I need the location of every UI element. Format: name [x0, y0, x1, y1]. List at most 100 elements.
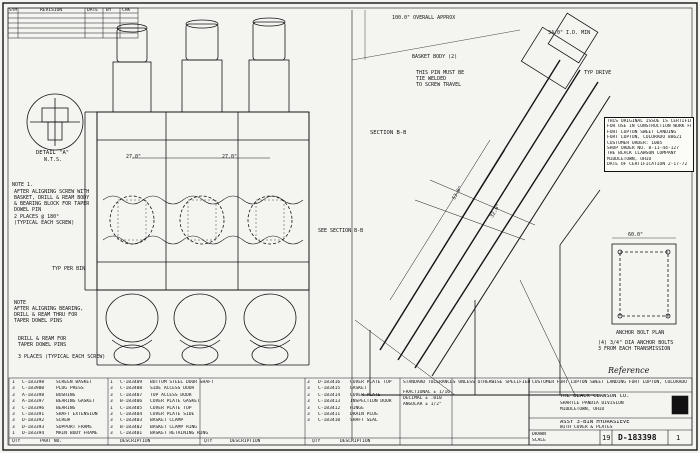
- note2-line2: DRILL & REAM THRU FOR: [14, 312, 78, 318]
- parts-row-pn: A-183397: [22, 399, 45, 405]
- cert-line: FOR USE IN CONSTRUCTION WORK FOR: [607, 124, 691, 130]
- parts-row-qty: 3: [12, 399, 15, 405]
- parts-row-qty: 1: [110, 405, 113, 411]
- parts-row-pn: D-183392: [22, 418, 45, 424]
- detail-a-label: DETAIL "A": [36, 150, 70, 156]
- parts-row-desc: MAIN BODY FRAME: [56, 431, 98, 437]
- parts-row-qty: 3: [110, 412, 113, 417]
- parts-row-desc: BUSHING: [56, 392, 76, 398]
- parts-row-qty: 3: [12, 405, 15, 411]
- note1-line2: BASKET, DRILL & REAM BODY: [14, 195, 90, 201]
- parts-row-pn: C-183900: [22, 386, 45, 392]
- note2-line1: AFTER ALIGNING BEARING,: [14, 306, 84, 312]
- cert-line: FORT LUPTON SWEET LANDING: [607, 129, 677, 135]
- parts-row-desc: HINGE: [350, 405, 364, 411]
- parts-row-desc: COVER PLATE: [350, 392, 381, 398]
- parts-row-pn: D-183394: [22, 431, 45, 437]
- detail-a-view: [26, 93, 84, 151]
- note1-line3: & BEARING BLOCK FOR TAPER: [14, 201, 90, 207]
- title-block-grid: [528, 377, 693, 446]
- parts-row-qty: 1: [12, 380, 15, 385]
- rev-header-by: BY: [106, 8, 112, 13]
- cert-line: FORT LUPTON, COLORADO 80621: [607, 135, 682, 141]
- parts-row-pn: C-183413: [318, 399, 341, 405]
- title-sheet: 1: [676, 434, 681, 442]
- parts-row-pn: C-183410: [318, 418, 341, 424]
- parts-row-desc: COVER PLATE TOP: [150, 405, 192, 411]
- parts-row-pn: D-183416: [318, 380, 341, 385]
- anchor-bolt-plan-label: ANCHOR BOLT PLAN: [616, 330, 665, 336]
- parts-row-desc: PLUG PRESS: [56, 386, 84, 392]
- note1-line6: (TYPICAL EACH SCREW): [14, 220, 75, 226]
- section-b-b-view: [351, 10, 611, 440]
- detail-a-scale: N.T.S.: [44, 157, 63, 163]
- parts-row-pn: C-183404: [120, 412, 143, 417]
- note2-title: NOTE: [14, 300, 27, 306]
- title-sub-title: WITH COVER & PLATES: [560, 425, 613, 430]
- cert-line: SHOP ORDER NO. 8-11-44-127: [607, 146, 679, 152]
- parts-header-desc-2: DESCRIPTION: [230, 439, 261, 444]
- parts-row-desc: BASKET CLAMP: [150, 418, 184, 424]
- note1-line1: AFTER ALIGNING SCREW WITH: [14, 189, 90, 195]
- certification-stamp: THIS ORIGINAL ISSUE IS CERTIFIED FOR USE…: [604, 117, 694, 172]
- parts-row-qty: 3: [12, 386, 15, 392]
- parts-row-qty: 3: [12, 392, 15, 398]
- title-division: SHARTLE PANDIA DIVISION: [560, 401, 624, 406]
- parts-row-qty: 3: [307, 412, 310, 417]
- anchor-bolts-note-2: 3 FROM EACH TRANSMISSION: [598, 346, 671, 352]
- parts-row-pn: C-183407: [120, 392, 143, 398]
- title-drawing-title: ASSY 3-BIN HYDRASIEVE: [560, 420, 630, 425]
- parts-row-qty: 1: [110, 380, 113, 385]
- cert-line: THIS ORIGINAL ISSUE IS CERTIFIED: [607, 119, 691, 124]
- see-section-label: SEE SECTION B-B: [318, 228, 364, 234]
- parts-row-qty: 3: [12, 418, 15, 424]
- parts-row-desc: COVER PLATE TOP: [350, 380, 392, 385]
- main-body-elevation: [84, 111, 310, 291]
- parts-row-desc: BASKET CLAMP RING: [150, 424, 198, 430]
- tie-note-3: TO SCREW TRAVEL: [416, 82, 462, 88]
- note2-line3: TAPER DOWEL PINS: [14, 318, 63, 324]
- typ-drive-label: TYP DRIVE: [584, 70, 612, 76]
- parts-row-pn: A-183398: [22, 392, 45, 398]
- bay-right-dimension: 27.0": [222, 154, 238, 160]
- parts-row-pn: C-183405: [120, 405, 143, 411]
- parts-row-pn: C-183396: [22, 405, 45, 411]
- parts-row-qty: 3: [110, 424, 113, 430]
- tolerance-line2: DECIMAL ± .010: [403, 396, 442, 401]
- parts-header-desc: DESCRIPTION: [120, 439, 151, 444]
- parts-row-pn: B-183402: [120, 424, 143, 430]
- parts-row-pn: C-183412: [318, 405, 341, 411]
- parts-row-qty: 3: [110, 431, 113, 437]
- title-scale-label: SCALE: [532, 438, 546, 443]
- parts-row-desc: SUPPORT FRAME: [56, 424, 92, 430]
- parts-row-pn: C-183391: [22, 412, 45, 417]
- cert-line: THE BLACK CLAWSON COMPANY: [607, 151, 677, 157]
- parts-row-pn: C-183401: [120, 431, 143, 437]
- parts-row-pn: B-183406: [120, 399, 143, 405]
- basket-body-label: BASKET BODY (2): [412, 54, 458, 60]
- note3-line3: 3 PLACES (TYPICAL EACH SCREW): [18, 354, 106, 360]
- parts-row-pn: C-183403: [120, 418, 143, 424]
- note1-line4: DOWEL PIN: [14, 207, 42, 213]
- parts-row-desc: SIDE ACCESS DOOR: [150, 386, 195, 392]
- parts-row-qty: 3: [307, 405, 310, 411]
- title-customer: CUSTOMER FORT LUPTON SWEET LANDING FORT …: [532, 380, 687, 385]
- anchor-bolts-note: (4) 3/4" DIA ANCHOR BOLTS: [598, 340, 674, 346]
- rev-header-revision: REVISION: [40, 8, 63, 13]
- anchor-bolt-plan-view: [611, 237, 677, 325]
- bay-left-dimension: 27.0": [126, 154, 142, 160]
- title-size: 19: [602, 434, 611, 442]
- tie-note-2: TIE WELDED: [416, 76, 447, 82]
- section-b-label: SECTION B-B: [370, 130, 407, 136]
- parts-row-qty: 3: [307, 386, 310, 392]
- parts-row-qty: 3: [110, 399, 113, 405]
- reference-signature: Reference: [608, 366, 650, 375]
- note3-line1: DRILL & REAM FOR: [18, 336, 67, 342]
- parts-row-pn: C-183398: [22, 380, 45, 385]
- parts-row-qty: 3: [307, 418, 310, 424]
- parts-row-desc: DRAIN PLUG: [350, 412, 378, 417]
- tie-note-1: THIS PIN MUST BE: [416, 70, 465, 76]
- drive-motors: [112, 17, 290, 113]
- note1-title: NOTE 1.: [12, 182, 34, 188]
